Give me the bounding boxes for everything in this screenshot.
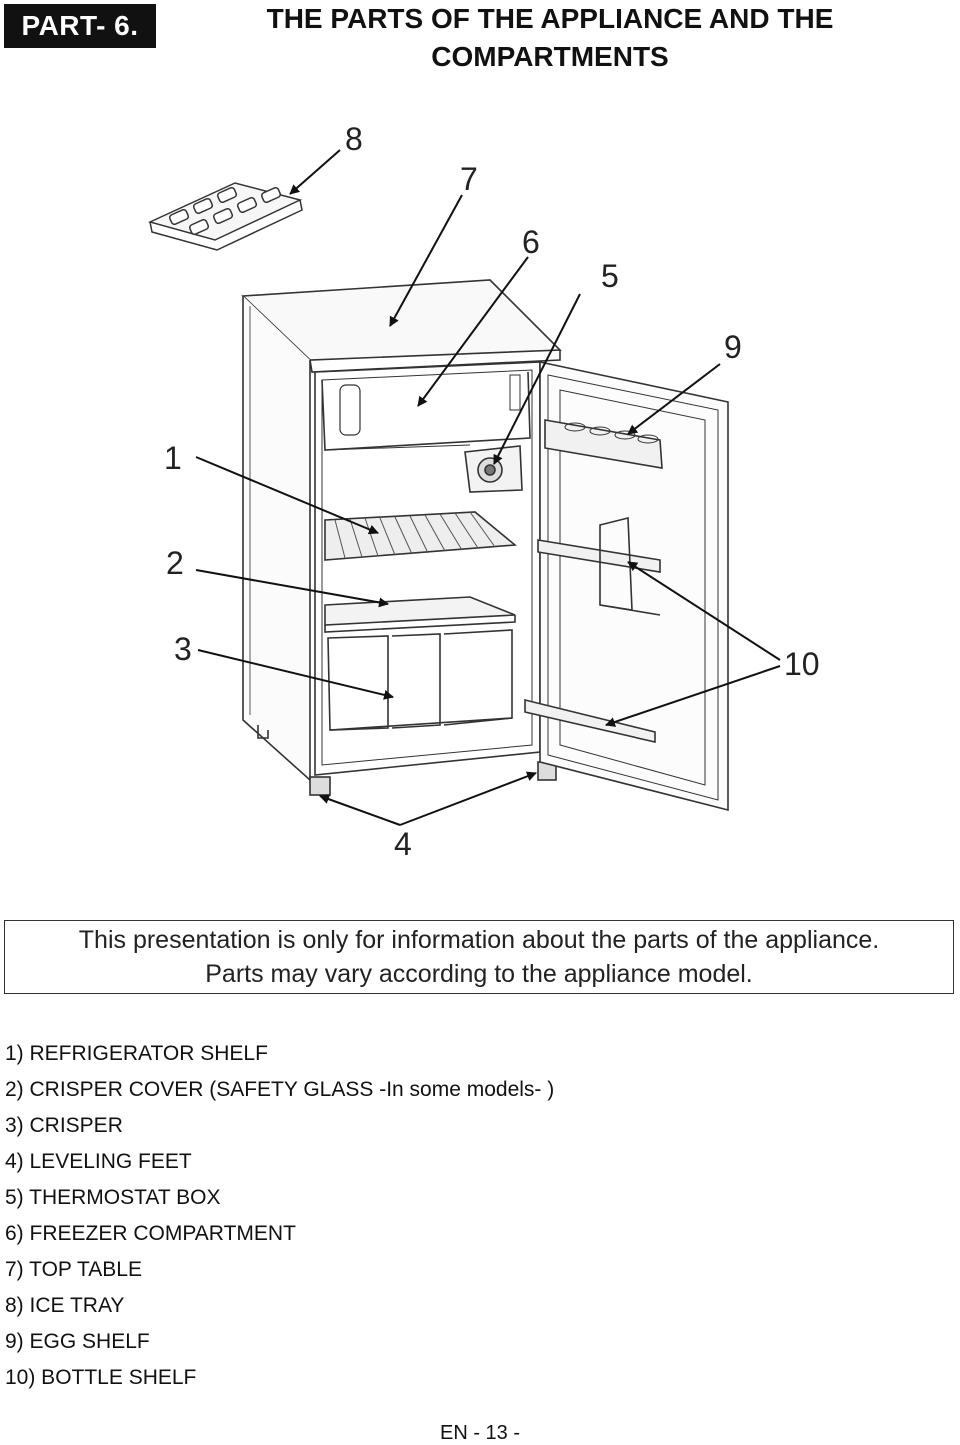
refrigerator-diagram: 1 2 3 4 5 6 7 8 9 10 (147, 121, 820, 862)
callout-5: 5 (601, 258, 619, 294)
callout-leaders (195, 149, 781, 826)
legend-item: 8) ICE TRAY (5, 1294, 125, 1317)
legend-item: 4) LEVELING FEET (5, 1150, 192, 1173)
callout-6: 6 (522, 224, 540, 260)
ice-tray-illustration (147, 182, 303, 251)
callout-9: 9 (724, 329, 742, 365)
parts-legend: 1) REFRIGERATOR SHELF 2) CRISPER COVER (… (5, 1036, 554, 1396)
disclaimer-line-1: This presentation is only for informatio… (78, 926, 880, 954)
callout-10: 10 (784, 646, 820, 682)
title-line-2: COMPARTMENTS (431, 41, 669, 72)
legend-item: 10) BOTTLE SHELF (5, 1366, 197, 1389)
legend-item: 2) CRISPER COVER (SAFETY GLASS -In some … (5, 1078, 555, 1101)
disclaimer-line-2: Parts may vary according to the applianc… (205, 960, 753, 988)
callout-1: 1 (164, 440, 182, 476)
legend-item: 1) REFRIGERATOR SHELF (5, 1042, 268, 1065)
callout-3: 3 (174, 631, 192, 667)
disclaimer-box: This presentation is only for informatio… (4, 920, 954, 994)
title-line-1: THE PARTS OF THE APPLIANCE AND THE (266, 3, 834, 34)
callout-4: 4 (394, 826, 412, 862)
refrigerator-body (241, 279, 729, 812)
part-label: PART- 6. (4, 4, 156, 48)
callout-2: 2 (166, 545, 184, 581)
callout-7: 7 (460, 161, 478, 197)
legend-item: 7) TOP TABLE (5, 1258, 142, 1281)
legend-item: 9) EGG SHELF (5, 1330, 150, 1353)
callout-8: 8 (345, 121, 363, 157)
legend-item: 5) THERMOSTAT BOX (5, 1186, 221, 1209)
page-number: EN - 13 - (439, 1422, 521, 1444)
legend-item: 6) FREEZER COMPARTMENT (5, 1222, 296, 1245)
legend-item: 3) CRISPER (5, 1114, 123, 1137)
page-title: THE PARTS OF THE APPLIANCE AND THE COMPA… (200, 0, 900, 76)
